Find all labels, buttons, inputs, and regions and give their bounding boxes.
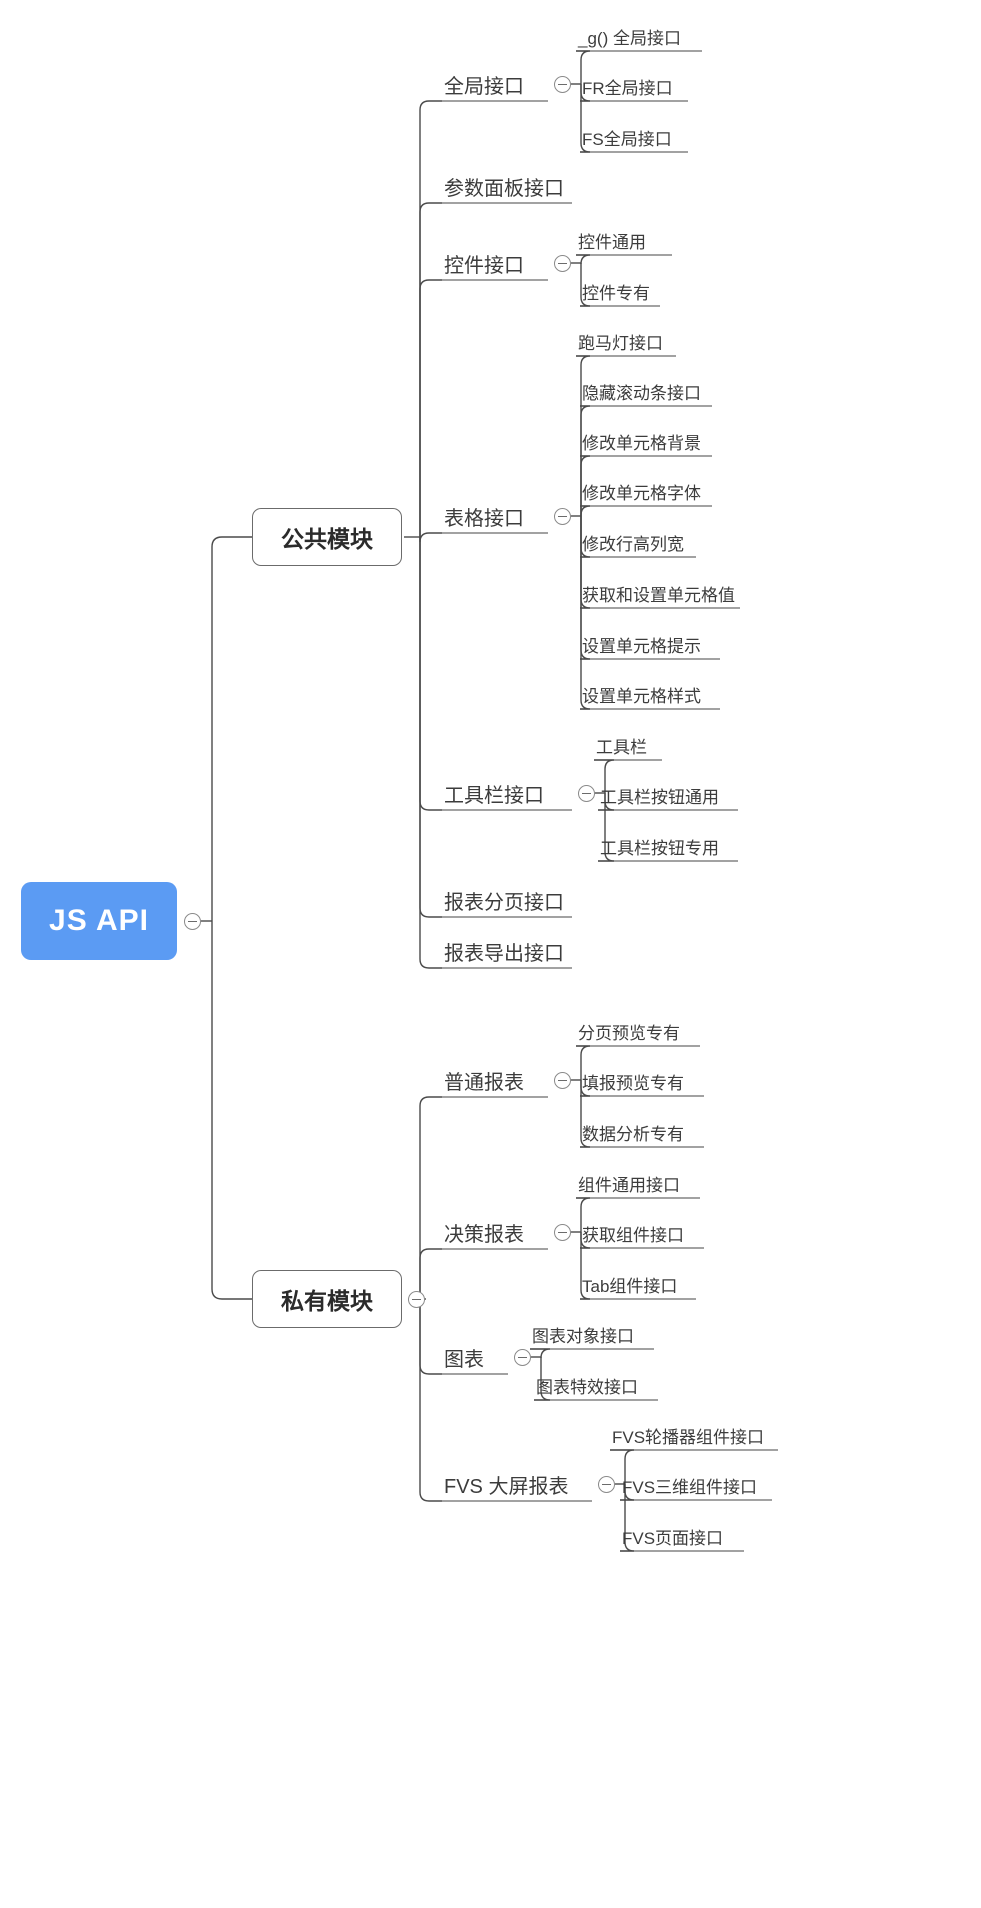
node-label-0-6: 报表导出接口 — [444, 942, 564, 965]
node-collapse-toggle-0-4[interactable] — [578, 785, 595, 802]
leaf-0-0-0[interactable]: _g() 全局接口 — [578, 21, 696, 51]
node-label-0-2: 控件接口 — [444, 254, 524, 277]
branch-label-1: 私有模块 — [281, 1288, 373, 1314]
leaf-label-1-0-1: 填报预览专有 — [582, 1073, 684, 1093]
node-label-0-3: 表格接口 — [444, 507, 524, 530]
node-collapse-toggle-0-3[interactable] — [554, 508, 571, 525]
node-1-3[interactable]: FVS 大屏报表 — [444, 1467, 588, 1501]
branch-label-0: 公共模块 — [281, 526, 373, 552]
leaf-0-3-1[interactable]: 隐藏滚动条接口 — [582, 376, 706, 406]
leaf-1-2-1[interactable]: 图表特效接口 — [536, 1370, 652, 1400]
node-0-5[interactable]: 报表分页接口 — [444, 883, 568, 917]
leaf-1-0-1[interactable]: 填报预览专有 — [582, 1066, 698, 1096]
node-label-1-3: FVS 大屏报表 — [444, 1475, 569, 1498]
leaf-label-0-0-0: _g() 全局接口 — [578, 28, 681, 48]
node-0-3[interactable]: 表格接口 — [444, 499, 544, 533]
leaf-label-0-3-4: 修改行高列宽 — [582, 534, 684, 554]
node-collapse-toggle-1-3[interactable] — [598, 1476, 615, 1493]
leaf-0-3-2[interactable]: 修改单元格背景 — [582, 426, 706, 456]
leaf-label-0-4-1: 工具栏按钮通用 — [600, 787, 719, 807]
node-1-1[interactable]: 决策报表 — [444, 1215, 544, 1249]
node-collapse-toggle-0-2[interactable] — [554, 255, 571, 272]
leaf-0-0-1[interactable]: FR全局接口 — [582, 71, 682, 101]
node-collapse-toggle-1-0[interactable] — [554, 1072, 571, 1089]
branch-collapse-toggle-1[interactable] — [408, 1291, 425, 1308]
leaf-1-3-1[interactable]: FVS三维组件接口 — [622, 1470, 766, 1500]
leaf-1-1-2[interactable]: Tab组件接口 — [582, 1269, 690, 1299]
leaf-0-4-2[interactable]: 工具栏按钮专用 — [600, 831, 732, 861]
leaf-label-0-2-1: 控件专有 — [582, 283, 650, 303]
leaf-1-2-0[interactable]: 图表对象接口 — [532, 1319, 648, 1349]
leaf-0-3-6[interactable]: 设置单元格提示 — [582, 629, 714, 659]
root-label: JS API — [49, 904, 149, 937]
leaf-1-1-1[interactable]: 获取组件接口 — [582, 1218, 698, 1248]
leaf-label-0-3-0: 跑马灯接口 — [578, 333, 663, 353]
leaf-label-1-3-1: FVS三维组件接口 — [622, 1477, 758, 1497]
leaf-0-3-4[interactable]: 修改行高列宽 — [582, 527, 690, 557]
leaf-label-1-3-2: FVS页面接口 — [622, 1528, 724, 1548]
leaf-label-1-2-0: 图表对象接口 — [532, 1326, 634, 1346]
leaf-label-0-0-2: FS全局接口 — [582, 129, 672, 149]
leaf-label-1-1-1: 获取组件接口 — [582, 1225, 684, 1245]
node-1-2[interactable]: 图表 — [444, 1340, 504, 1374]
leaf-1-1-0[interactable]: 组件通用接口 — [578, 1168, 694, 1198]
leaf-label-0-3-7: 设置单元格样式 — [582, 686, 701, 706]
leaf-label-0-0-1: FR全局接口 — [582, 78, 673, 98]
root-collapse-toggle[interactable] — [184, 913, 201, 930]
leaf-1-3-0[interactable]: FVS轮播器组件接口 — [612, 1420, 772, 1450]
node-0-2[interactable]: 控件接口 — [444, 246, 544, 280]
leaf-0-3-3[interactable]: 修改单元格字体 — [582, 476, 706, 506]
leaf-label-1-0-0: 分页预览专有 — [578, 1023, 680, 1043]
node-label-0-0: 全局接口 — [444, 75, 524, 98]
leaf-0-3-7[interactable]: 设置单元格样式 — [582, 679, 714, 709]
leaf-label-0-4-0: 工具栏 — [596, 737, 647, 757]
leaf-label-1-3-0: FVS轮播器组件接口 — [612, 1427, 765, 1447]
node-label-1-2: 图表 — [444, 1348, 484, 1371]
leaf-label-1-1-2: Tab组件接口 — [582, 1276, 678, 1296]
leaf-0-2-1[interactable]: 控件专有 — [582, 276, 654, 306]
leaf-0-3-5[interactable]: 获取和设置单元格值 — [582, 578, 735, 608]
leaf-0-2-0[interactable]: 控件通用 — [578, 225, 666, 255]
node-label-0-1: 参数面板接口 — [444, 177, 564, 200]
branch-node-1[interactable]: 私有模块 — [252, 1270, 402, 1328]
node-label-1-0: 普通报表 — [444, 1071, 524, 1094]
node-collapse-toggle-1-2[interactable] — [514, 1349, 531, 1366]
node-1-0[interactable]: 普通报表 — [444, 1063, 544, 1097]
node-0-4[interactable]: 工具栏接口 — [444, 776, 568, 810]
leaf-label-0-3-2: 修改单元格背景 — [582, 433, 701, 453]
leaf-1-0-0[interactable]: 分页预览专有 — [578, 1016, 694, 1046]
leaf-label-0-2-0: 控件通用 — [578, 232, 646, 252]
leaf-1-3-2[interactable]: FVS页面接口 — [622, 1521, 738, 1551]
node-0-1[interactable]: 参数面板接口 — [444, 169, 568, 203]
branch-node-0[interactable]: 公共模块 — [252, 508, 402, 566]
leaf-0-4-0[interactable]: 工具栏 — [596, 730, 656, 760]
leaf-0-3-0[interactable]: 跑马灯接口 — [578, 326, 670, 356]
leaf-label-0-4-2: 工具栏按钮专用 — [600, 838, 719, 858]
leaf-label-0-3-1: 隐藏滚动条接口 — [582, 383, 701, 403]
node-label-0-5: 报表分页接口 — [444, 891, 564, 914]
leaf-0-0-2[interactable]: FS全局接口 — [582, 122, 682, 152]
leaf-label-0-3-3: 修改单元格字体 — [582, 483, 701, 503]
leaf-label-1-1-0: 组件通用接口 — [578, 1175, 680, 1195]
leaf-1-0-2[interactable]: 数据分析专有 — [582, 1117, 698, 1147]
leaf-label-0-3-5: 获取和设置单元格值 — [582, 585, 735, 605]
node-label-1-1: 决策报表 — [444, 1223, 524, 1246]
node-0-6[interactable]: 报表导出接口 — [444, 934, 568, 968]
leaf-label-1-0-2: 数据分析专有 — [582, 1124, 684, 1144]
node-collapse-toggle-1-1[interactable] — [554, 1224, 571, 1241]
leaf-0-4-1[interactable]: 工具栏按钮通用 — [600, 780, 732, 810]
node-0-0[interactable]: 全局接口 — [444, 67, 544, 101]
node-label-0-4: 工具栏接口 — [444, 784, 544, 807]
root-node[interactable]: JS API — [21, 882, 177, 960]
node-collapse-toggle-0-0[interactable] — [554, 76, 571, 93]
leaf-label-0-3-6: 设置单元格提示 — [582, 636, 701, 656]
leaf-label-1-2-1: 图表特效接口 — [536, 1377, 638, 1397]
